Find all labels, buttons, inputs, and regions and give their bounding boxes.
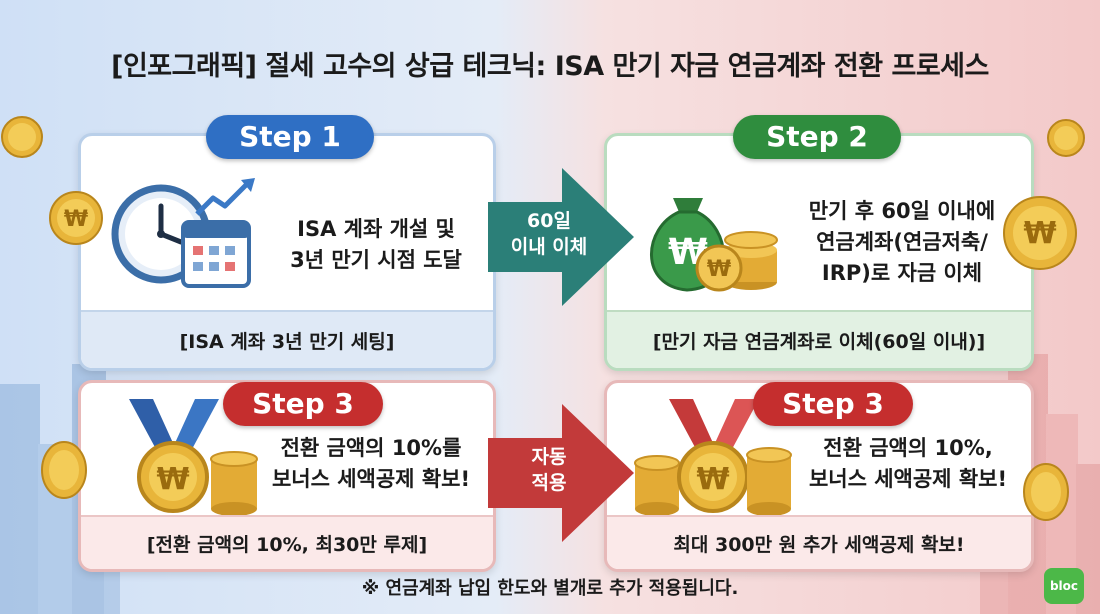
step-3b-text-line: 보너스 세액공제 확보!: [808, 467, 1008, 491]
step-3-description: 전환 금액의 10%를 보너스 세액공제 확보!: [257, 433, 485, 495]
step-2-text-line: 연금계좌(연금저축/: [816, 230, 988, 254]
step-1-footer: [ISA 계좌 3년 만기 세팅]: [81, 310, 493, 368]
step-3-label: Step 3: [223, 382, 383, 426]
coin-icon: ₩: [49, 191, 103, 245]
step-1-text-line: ISA 계좌 개설 및: [297, 217, 455, 241]
step-2-footer: [만기 자금 연금계좌로 이체(60일 이내)]: [607, 310, 1031, 368]
medal-icon: ₩: [129, 399, 258, 516]
step-1-text-line: 3년 만기 시점 도달: [290, 248, 462, 272]
step-2-text-line: IRP)로 자금 이체: [821, 261, 983, 285]
arrow-2-line: 자동: [531, 446, 567, 468]
coin-icon: [1, 116, 43, 158]
money-bag-icon: ₩ ₩: [650, 198, 778, 292]
step-2-card: ₩ ₩ 만기 후 60일 이내에 연금계좌(연금저축/ IRP)로 자금 이체 …: [604, 133, 1034, 371]
arrow-1-line: 60일: [527, 210, 571, 232]
arrow-2-label: 자동 적용: [497, 444, 601, 496]
step-1-description: ISA 계좌 개설 및 3년 만기 시점 도달: [271, 214, 481, 276]
step-2-text-line: 만기 후 60일 이내에: [808, 199, 996, 223]
arrow-step1-to-step2: [488, 168, 634, 306]
coin-icon: [1023, 463, 1069, 521]
svg-text:₩: ₩: [1023, 216, 1056, 251]
coin-icon: ₩: [1003, 196, 1077, 270]
step-2-description: 만기 후 60일 이내에 연금계좌(연금저축/ IRP)로 자금 이체: [785, 196, 1019, 289]
step-1-label: Step 1: [206, 115, 374, 159]
step-3-text-line: 보너스 세액공제 확보!: [271, 467, 471, 491]
step-3-footer: [전환 금액의 10%, 최30만 루제]: [81, 515, 493, 569]
step-3b-label: Step 3: [753, 382, 913, 426]
step-3b-footer: 최대 300만 원 추가 세액공제 확보!: [607, 515, 1031, 569]
medal-icon: ₩: [634, 399, 792, 516]
svg-text:₩: ₩: [707, 257, 731, 282]
page-title: [인포그래픽] 절세 고수의 상급 테크닉: ISA 만기 자금 연금계좌 전환…: [111, 51, 989, 82]
svg-text:₩: ₩: [64, 207, 88, 232]
svg-text:₩: ₩: [696, 462, 729, 497]
arrow-step3-to-step3b: [488, 404, 634, 542]
arrow-2-line: 적용: [531, 472, 567, 494]
svg-text:₩: ₩: [156, 462, 189, 497]
step-3-text-line: 전환 금액의 10%를: [280, 436, 462, 460]
step-2-label: Step 2: [733, 115, 901, 159]
arrow-1-label: 60일 이내 이체: [497, 208, 601, 260]
step-3b-text-line: 전환 금액의 10%,: [823, 436, 993, 460]
step-1-card: ISA 계좌 개설 및 3년 만기 시점 도달 [ISA 계좌 3년 만기 세팅…: [78, 133, 496, 371]
clock-calendar-icon: [111, 178, 255, 288]
step-3b-description: 전환 금액의 10%, 보너스 세액공제 확보!: [793, 433, 1023, 495]
footnote: ※ 연금계좌 납입 한도와 별개로 추가 적용됩니다.: [361, 578, 739, 599]
coin-icon: [41, 441, 87, 499]
bloc-logo: bloc: [1044, 568, 1084, 604]
coin-icon: [1047, 119, 1085, 157]
arrow-1-line: 이내 이체: [510, 236, 588, 258]
